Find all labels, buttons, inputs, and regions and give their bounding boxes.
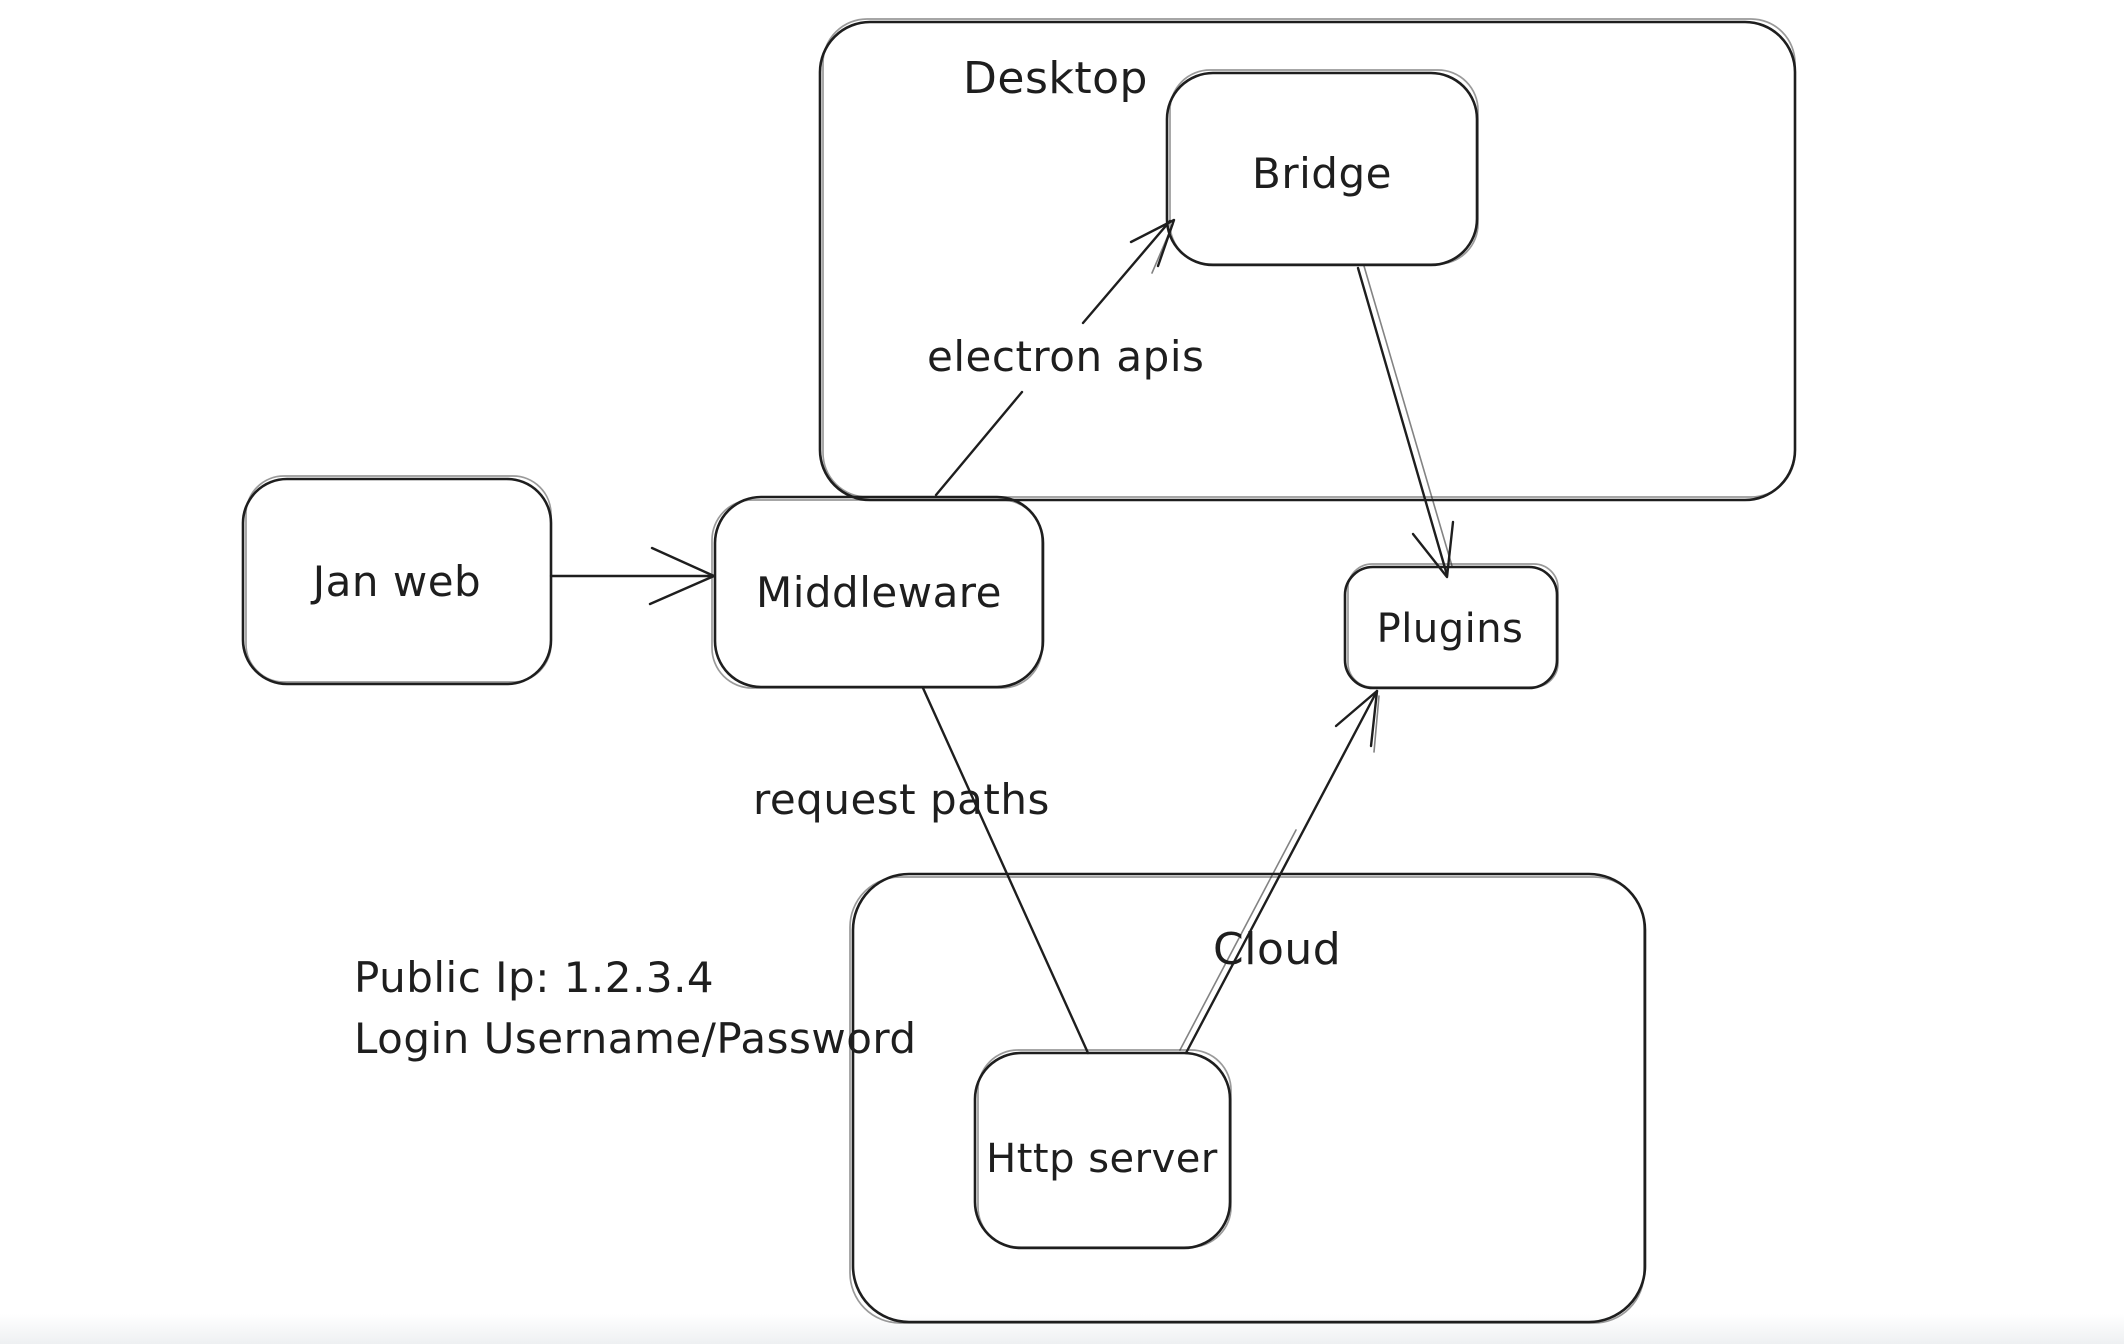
node-http-server-label[interactable]: Http server xyxy=(986,1136,1218,1182)
node-bridge[interactable]: Bridge xyxy=(1165,69,1479,267)
edge-middleware-to-bridge[interactable]: electron apis xyxy=(927,218,1204,497)
cloud-container-box[interactable] xyxy=(851,872,1647,1324)
edge-middleware-httpserver-line[interactable] xyxy=(921,686,1090,1055)
desktop-container-box[interactable] xyxy=(818,20,1797,502)
middleware-sketch-stroke xyxy=(711,499,1043,689)
cloud-container-sketch-stroke xyxy=(849,876,1645,1324)
edge-bridge-to-plugins[interactable] xyxy=(1356,265,1455,579)
http-server-sketch-stroke xyxy=(977,1049,1232,1248)
edge-middleware-to-httpserver[interactable]: request paths xyxy=(753,686,1090,1055)
plugins-box[interactable] xyxy=(1343,565,1559,690)
desktop-container-sketch-stroke xyxy=(822,18,1796,498)
container-cloud[interactable]: Cloud xyxy=(849,872,1647,1324)
node-jan-web-label[interactable]: Jan web xyxy=(310,557,481,606)
jan-web-box[interactable] xyxy=(241,477,553,686)
edge-httpserver-plugins-line[interactable] xyxy=(1184,689,1379,1055)
edge-httpserver-to-plugins[interactable] xyxy=(1179,689,1380,1055)
note-login[interactable]: Login Username/Password xyxy=(354,1014,917,1063)
edge-middleware-bridge-line-upper[interactable] xyxy=(1081,219,1172,325)
edge-bridge-plugins-arrowhead[interactable] xyxy=(1411,520,1455,579)
edge-janweb-middleware-arrowhead[interactable] xyxy=(648,546,716,606)
edge-httpserver-plugins-arrowhead[interactable] xyxy=(1334,689,1379,748)
edge-janweb-to-middleware[interactable] xyxy=(549,546,716,606)
container-cloud-label[interactable]: Cloud xyxy=(1213,924,1341,975)
canvas-bottom-edge xyxy=(0,1314,2124,1344)
bridge-box[interactable] xyxy=(1165,71,1479,267)
edge-label-electron-apis[interactable]: electron apis xyxy=(927,332,1204,381)
edge-httpserver-plugins-sketch-stroke xyxy=(1179,829,1297,1051)
middleware-box[interactable] xyxy=(713,495,1045,689)
node-middleware[interactable]: Middleware xyxy=(711,495,1045,689)
note-credentials[interactable]: Public Ip: 1.2.3.4 Login Username/Passwo… xyxy=(354,953,917,1063)
edge-httpserver-plugins-arrowhead-sketch-stroke xyxy=(1373,695,1380,753)
jan-web-sketch-stroke xyxy=(245,475,552,683)
node-bridge-label[interactable]: Bridge xyxy=(1252,149,1392,198)
edge-label-request-paths[interactable]: request paths xyxy=(753,775,1050,824)
edge-middleware-bridge-line-lower[interactable] xyxy=(934,390,1024,497)
bridge-sketch-stroke xyxy=(1169,69,1479,265)
edge-middleware-bridge-arrowhead-sketch-stroke xyxy=(1151,223,1174,274)
node-plugins[interactable]: Plugins xyxy=(1343,563,1559,690)
edge-middleware-bridge-arrowhead[interactable] xyxy=(1129,218,1176,268)
node-http-server[interactable]: Http server xyxy=(973,1049,1232,1250)
note-public-ip[interactable]: Public Ip: 1.2.3.4 xyxy=(354,953,714,1002)
node-plugins-label[interactable]: Plugins xyxy=(1377,606,1524,652)
container-desktop-label[interactable]: Desktop xyxy=(963,53,1148,104)
http-server-box[interactable] xyxy=(973,1051,1232,1250)
edge-bridge-plugins-line[interactable] xyxy=(1356,266,1449,577)
plugins-sketch-stroke xyxy=(1347,563,1559,688)
edge-bridge-plugins-sketch-stroke xyxy=(1363,265,1453,567)
node-jan-web[interactable]: Jan web xyxy=(241,475,553,686)
node-middleware-label[interactable]: Middleware xyxy=(756,568,1002,617)
container-desktop[interactable]: Desktop xyxy=(818,18,1797,502)
